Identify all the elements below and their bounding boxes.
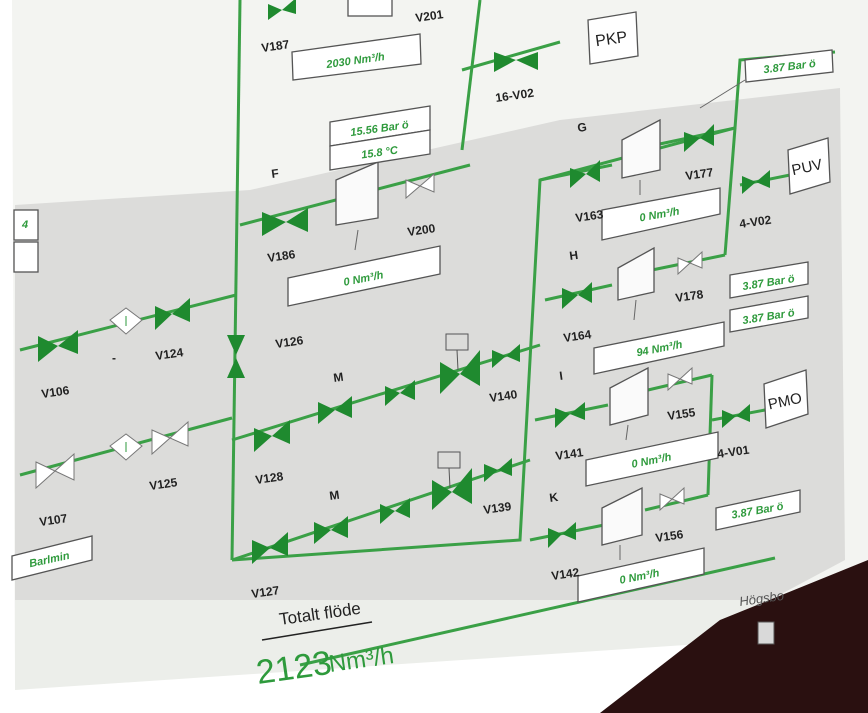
label-i: I: [558, 369, 563, 383]
valve-v140[interactable]: [492, 344, 520, 368]
label-v140: V140: [488, 387, 518, 405]
left-edge-box-2: [13, 241, 39, 273]
reading-box-flow-h: 94 Nm³/h: [593, 321, 725, 375]
reading-box-flow-k: 0 Nm³/h: [577, 547, 705, 603]
destination-puv[interactable]: PUV: [787, 137, 831, 195]
reading-box-pressure-h2: 3.87 Bar ö: [729, 295, 809, 333]
reading-box-pressure-f: 15.56 Bar ö 15.8 °C: [329, 105, 431, 171]
label-4-v01: 4-V01: [716, 443, 750, 461]
valve-control-m2[interactable]: [432, 451, 472, 510]
label-v178: V178: [674, 287, 704, 305]
corner-button: [757, 621, 775, 645]
reading-box-pressure-h1: 3.87 Bar ö: [729, 261, 809, 299]
valve-v126[interactable]: [227, 335, 245, 378]
valve-v128[interactable]: [254, 420, 290, 452]
compressor-i: [609, 366, 649, 426]
label-m2: M: [328, 488, 340, 503]
label-hogsbo: Högsbo: [738, 588, 784, 609]
label-v106: V106: [40, 383, 70, 401]
label-v128: V128: [254, 469, 284, 487]
svg-text:15.8 °C: 15.8 °C: [361, 144, 400, 161]
label-v125: V125: [148, 475, 178, 493]
compressor-g: [621, 118, 661, 179]
label-k: K: [548, 490, 559, 505]
destination-pkp[interactable]: PKP: [587, 11, 639, 65]
valve-v164[interactable]: [562, 282, 592, 309]
label-v186: V186: [266, 247, 296, 265]
valve-m2-a[interactable]: [314, 516, 348, 544]
label-m1: M: [332, 370, 344, 385]
valve-v186[interactable]: [262, 208, 308, 236]
compressor-top: [347, 0, 393, 17]
valve-v155[interactable]: [667, 366, 693, 392]
label-v127: V127: [250, 583, 280, 601]
label-v163: V163: [574, 207, 604, 225]
valve-v187[interactable]: [268, 0, 296, 20]
valve-v141[interactable]: [555, 402, 585, 428]
valve-v125[interactable]: [151, 420, 189, 456]
valve-4-v01[interactable]: [722, 404, 750, 428]
label-v164: V164: [562, 327, 592, 345]
compressor-f: [335, 161, 379, 226]
label-v201: V201: [414, 7, 444, 25]
label-v156: V156: [654, 527, 684, 545]
reading-box-flow-f: 0 Nm³/h: [287, 245, 441, 307]
label-f: F: [270, 166, 279, 181]
valve-m2-b[interactable]: [380, 498, 410, 524]
barlmin-box: Barlmin: [11, 535, 93, 581]
label-v200: V200: [406, 221, 436, 239]
valve-v163[interactable]: [570, 160, 600, 188]
svg-text:PKP: PKP: [594, 29, 628, 50]
destination-pmo[interactable]: PMO: [763, 369, 809, 429]
valve-m1-b[interactable]: [385, 380, 415, 406]
valve-control-m1[interactable]: [440, 333, 480, 394]
valve-v156[interactable]: [659, 486, 685, 512]
valve-v124[interactable]: [155, 298, 190, 330]
valve-v16-02[interactable]: [494, 52, 538, 72]
svg-text:PUV: PUV: [790, 156, 824, 179]
valve-v106[interactable]: [38, 330, 78, 362]
label-dash: -: [112, 351, 116, 365]
total-flow-underline: [261, 621, 373, 641]
label-v187: V187: [260, 37, 290, 55]
reading-box-pressure-top: 3.87 Bar ö: [744, 49, 834, 83]
svg-text:PMO: PMO: [767, 390, 804, 414]
label-4-v02: 4-V02: [738, 213, 772, 231]
valve-v177[interactable]: [684, 124, 714, 152]
compressor-h: [617, 246, 655, 301]
label-v139: V139: [482, 499, 512, 517]
monitor-frame: [600, 560, 868, 713]
label-v177: V177: [684, 165, 714, 183]
valve-v127[interactable]: [252, 532, 288, 564]
valve-v142[interactable]: [548, 522, 576, 548]
reading-box-flow-i: 0 Nm³/h: [585, 431, 719, 487]
diagram-labels: V187 V201 16-V02 G V177 F V163 4-V02 V20…: [38, 7, 784, 609]
left-edge-box-label: 4: [21, 219, 28, 231]
valve-4-v02[interactable]: [742, 170, 770, 194]
label-v142: V142: [550, 565, 580, 583]
label-v141: V141: [554, 445, 584, 463]
connector-lines: [354, 79, 746, 560]
label-g: G: [576, 120, 587, 135]
label-h: H: [568, 248, 579, 263]
valve-m1-a[interactable]: [318, 396, 352, 424]
reading-box-flow-g: 0 Nm³/h: [601, 187, 721, 241]
valve-v200[interactable]: [405, 172, 435, 200]
reading-box-pressure-k: 3.87 Bar ö: [715, 489, 801, 531]
valve-v139[interactable]: [484, 458, 512, 482]
valve-v107[interactable]: [35, 452, 75, 490]
left-edge-box: [13, 209, 39, 241]
label-v124: V124: [154, 345, 184, 363]
compressor-k: [601, 486, 643, 546]
filter-upper: [109, 307, 143, 335]
valve-v178[interactable]: [677, 250, 703, 276]
lower-screen-area: [15, 600, 790, 690]
label-v126: V126: [274, 333, 304, 351]
label-v16-02: 16-V02: [494, 86, 535, 105]
filter-lower: [109, 433, 143, 461]
reading-box-flow-v201: 2030 Nm³/h: [291, 33, 422, 81]
label-v155: V155: [666, 405, 696, 423]
label-v107: V107: [38, 511, 68, 529]
